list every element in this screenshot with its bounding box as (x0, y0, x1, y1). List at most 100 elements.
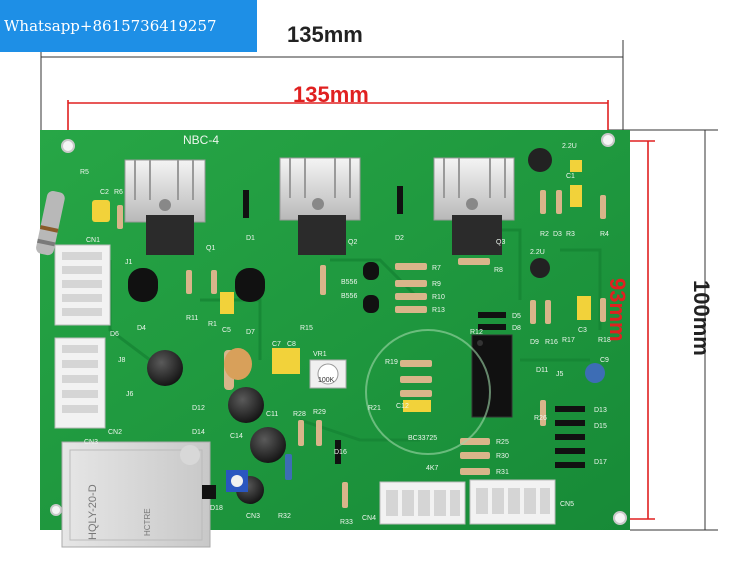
inner-height-label: 93mm (605, 278, 630, 342)
label-c5: C5 (222, 327, 231, 334)
label-r5: R5 (80, 169, 89, 176)
connector-cn2 (54, 337, 106, 429)
label-100k: 100K (318, 377, 335, 384)
label-q1: Q1 (206, 245, 215, 252)
label-r25: R25 (496, 439, 509, 446)
label-c14: C14 (230, 433, 243, 440)
label-c11: C11 (266, 411, 278, 418)
label-r31: R31 (496, 469, 509, 476)
label-d7: D7 (246, 329, 255, 336)
label-c8: C8 (287, 341, 296, 348)
label-r33: R33 (340, 519, 353, 526)
label-c1: C1 (566, 173, 575, 180)
label-d13: D13 (594, 407, 607, 414)
label-cn5: CN5 (560, 501, 574, 508)
inner-width-label: 135mm (293, 82, 369, 107)
label-r32: R32 (278, 513, 291, 520)
label-c12: C12 (396, 403, 409, 410)
label-4k7: 4K7 (426, 465, 439, 472)
label-r4: R4 (600, 231, 609, 238)
label-2u2-top: 2.2U (562, 143, 577, 150)
label-d16: D16 (334, 449, 347, 456)
label-cn4: CN4 (362, 515, 376, 522)
outer-width-label: 135mm (287, 22, 363, 47)
label-cn3b: CN3 (246, 513, 260, 520)
label-d6: D6 (110, 331, 119, 338)
label-r3: R3 (566, 231, 575, 238)
label-cn3: CN3 (84, 439, 98, 446)
label-2u2-mid: 2.2U (530, 249, 545, 256)
label-b556a: B556 (341, 279, 357, 286)
label-r18: R18 (598, 337, 611, 344)
label-r13: R13 (432, 307, 445, 314)
label-d4: D4 (137, 325, 146, 332)
label-c7: C7 (272, 341, 281, 348)
connector-cn1 (54, 244, 111, 326)
label-r28: R28 (293, 411, 306, 418)
label-c2: C2 (100, 189, 109, 196)
label-r6: R6 (114, 189, 123, 196)
film-capacitors (92, 160, 591, 412)
connector-cn5 (469, 479, 556, 525)
label-d12: D12 (192, 405, 205, 412)
label-bc33725: BC33725 (408, 435, 437, 442)
relay-model: HQLY-20-D (87, 484, 99, 540)
coil (224, 348, 252, 380)
blue-trimmer (226, 470, 248, 492)
label-d11: D11 (536, 367, 548, 374)
contact-banner: Whatsapp+8615736419257 (0, 0, 257, 52)
label-c3: C3 (578, 327, 587, 334)
label-r10: R10 (432, 294, 445, 301)
resistors (117, 190, 606, 508)
label-r21: R21 (368, 405, 381, 412)
label-q2: Q2 (348, 239, 357, 246)
ic-chip (471, 334, 513, 418)
electrolytic-capacitors (147, 148, 605, 504)
label-r30: R30 (496, 453, 509, 460)
label-d8: D8 (512, 325, 521, 332)
label-q3: Q3 (496, 239, 505, 246)
label-d1: D1 (246, 235, 255, 242)
label-r26: R26 (534, 415, 547, 422)
label-r12: R12 (470, 329, 483, 336)
relay (61, 441, 211, 548)
label-j6: J6 (126, 391, 134, 398)
label-cn1: CN1 (86, 237, 100, 244)
label-d14: D14 (192, 429, 205, 436)
label-r7: R7 (432, 265, 441, 272)
mounting-holes (50, 133, 627, 525)
label-j5: J5 (556, 371, 564, 378)
label-d2: D2 (395, 235, 404, 242)
heatsink-q3 (433, 157, 515, 255)
label-r15: R15 (300, 325, 313, 332)
silkscreen-logo (365, 329, 491, 455)
connector-cn4 (379, 481, 466, 525)
relay-brand: HCTRE (143, 508, 152, 536)
label-cn2: CN2 (108, 429, 122, 436)
label-j1: J1 (125, 259, 133, 266)
label-c9: C9 (600, 357, 609, 364)
heatsink-q1 (124, 159, 206, 255)
label-r11: R11 (186, 315, 198, 322)
label-vr1: VR1 (313, 351, 327, 358)
label-r19: R19 (385, 359, 398, 366)
label-b556b: B556 (341, 293, 357, 300)
diodes (128, 186, 585, 499)
outer-height-label: 100mm (689, 280, 714, 356)
label-r16: R16 (545, 339, 558, 346)
label-d15: D15 (594, 423, 607, 430)
label-r8: R8 (494, 267, 503, 274)
label-d17: D17 (594, 459, 607, 466)
label-r17: R17 (562, 337, 575, 344)
silkscreen-labels: NBC-4 R5 C2 R6 CN1 Q1 D1 Q2 D2 Q3 R2 D3 … (80, 133, 611, 526)
board-model: NBC-4 (183, 133, 219, 147)
label-d5: D5 (512, 313, 521, 320)
power-resistor (36, 190, 65, 256)
label-r1: R1 (208, 321, 217, 328)
label-d3: D3 (553, 231, 562, 238)
label-j8: J8 (118, 357, 126, 364)
label-d18: D18 (210, 505, 223, 512)
label-r9: R9 (432, 281, 441, 288)
relay-labels: HQLY-20-D HCTRE (87, 484, 152, 540)
